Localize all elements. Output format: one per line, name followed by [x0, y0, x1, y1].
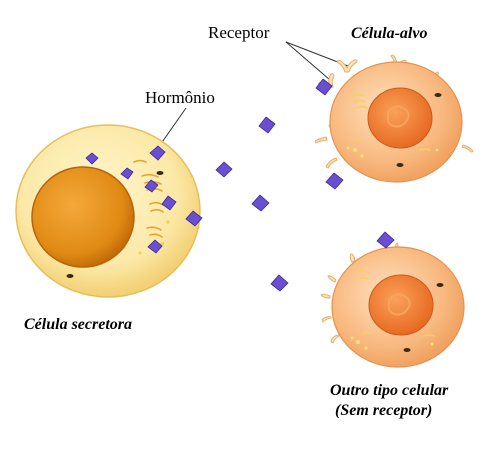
receptor-pointer-line: [285, 41, 331, 81]
other-cell-label-line2: (Sem receptor): [335, 402, 433, 419]
hormone-molecule-icon: [215, 161, 233, 178]
target-cell-label: Célula-alvo: [351, 25, 428, 42]
target-cell-vesicles: [346, 146, 439, 158]
hormone-molecule-icon: [270, 274, 289, 292]
hormone-label: Hormônio: [145, 88, 215, 107]
target-cell: [314, 54, 474, 183]
hormone-molecule-icon: [120, 167, 134, 180]
nucleolus: [387, 105, 410, 128]
hormone-molecule-icon: [144, 179, 159, 193]
other-cell: [320, 242, 465, 368]
hormone-molecule-icon: [251, 194, 270, 212]
other-cell-label-line1: Outro tipo celular: [330, 382, 449, 399]
secretory-cell-nucleus: [31, 166, 135, 268]
target-cell-organelles: [351, 93, 431, 151]
hormone-molecule-icon: [185, 210, 203, 227]
nucleolus: [388, 293, 411, 316]
hormone-molecule-icon: [325, 172, 344, 190]
hormone-molecule-icon: [376, 231, 395, 249]
secretory-cell-label: Célula secretora: [24, 316, 132, 333]
other-cell-vesicles: [350, 336, 434, 350]
hormone-molecule-icon: [149, 145, 166, 161]
receptor-label: Receptor: [208, 23, 270, 42]
mitochondrion: [436, 283, 444, 287]
mitochondrion: [156, 171, 164, 175]
target-cell-nucleus: [367, 87, 433, 149]
mitochondrion: [396, 163, 404, 167]
hormone-molecule-icon: [258, 116, 276, 134]
other-cell-nucleus: [368, 274, 434, 336]
hormone-molecules: [85, 78, 395, 292]
hormone-molecule-icon: [315, 78, 333, 96]
mitochondrion: [434, 93, 442, 97]
hormone-molecule-icon: [147, 239, 163, 254]
mitochondrion: [403, 348, 411, 352]
hormone-molecule-icon: [85, 152, 99, 165]
secretory-cell: [15, 124, 201, 298]
hormone-molecule-icon: [161, 195, 177, 211]
mitochondrion: [66, 274, 74, 278]
other-cell-organelles: [354, 269, 435, 337]
